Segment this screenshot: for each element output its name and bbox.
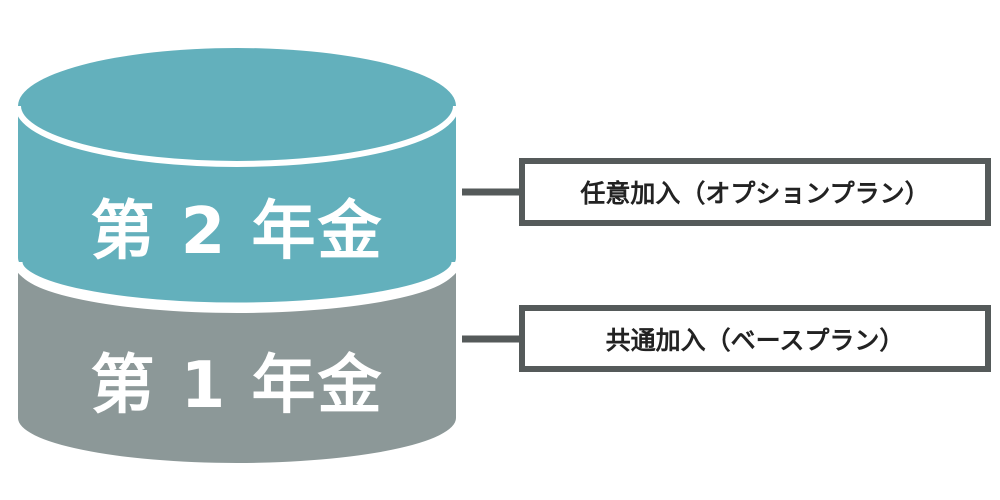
year2-title: 第 2 年金 xyxy=(90,195,383,269)
base-plan-label: 共通加入（ベースプラン） xyxy=(519,305,991,372)
year1-tier-body xyxy=(18,268,456,463)
cylinder-rim xyxy=(15,105,459,167)
optional-plan-label: 任意加入（オプションプラン） xyxy=(519,158,991,226)
tier-separator xyxy=(13,261,461,312)
year1-title: 第 1 年金 xyxy=(90,349,383,423)
cylinder-top xyxy=(18,48,456,164)
